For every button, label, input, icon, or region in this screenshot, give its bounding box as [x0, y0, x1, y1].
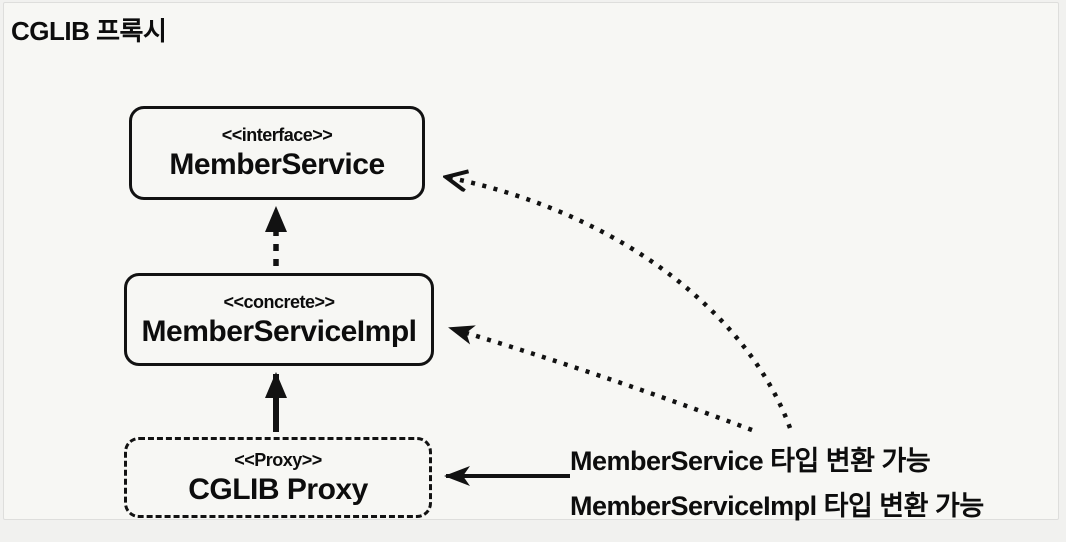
diagram-panel: CGLIB 프록시 <<interface>> MemberService <<…	[3, 2, 1059, 521]
node-member-service-impl-stereotype: <<concrete>>	[223, 291, 335, 312]
node-member-service-name: MemberService	[169, 148, 385, 182]
node-member-service: <<interface>> MemberService	[129, 106, 425, 200]
node-member-service-impl-name: MemberServiceImpl	[141, 314, 417, 348]
node-member-service-stereotype: <<interface>>	[221, 125, 333, 146]
diagram-title: CGLIB 프록시	[11, 16, 167, 46]
node-cglib-proxy-name: CGLIB Proxy	[188, 472, 368, 506]
annotation-text: MemberService 타입 변환 가능 MemberServiceImpl…	[570, 439, 984, 529]
node-cglib-proxy: <<Proxy>> CGLIB Proxy	[124, 437, 432, 518]
node-member-service-impl: <<concrete>> MemberServiceImpl	[124, 273, 434, 366]
annotation-line-member-service-impl: MemberServiceImpl 타입 변환 가능	[570, 491, 984, 521]
annotation-line-member-service: MemberService 타입 변환 가능	[570, 446, 931, 476]
node-cglib-proxy-stereotype: <<Proxy>>	[234, 449, 322, 470]
